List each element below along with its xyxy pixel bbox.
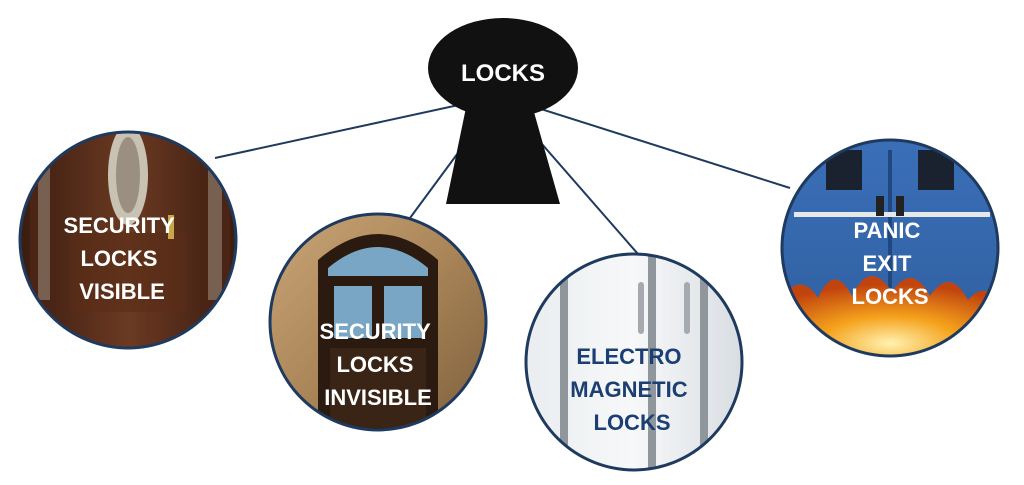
node-label-panic: PANIC EXIT LOCKS [852, 218, 929, 309]
node-label-line: LOCKS [852, 284, 929, 309]
node-label-line: EXIT [862, 251, 911, 276]
connector-panic [499, 95, 791, 189]
node-label-line: INVISIBLE [324, 385, 432, 410]
node-label-line: VISIBLE [79, 279, 165, 304]
node-label-electro: ELECTRO MAGNETIC LOCKS [570, 344, 693, 435]
node-label-line: PANIC [854, 218, 921, 243]
node-label-line: SECURITY [320, 319, 432, 344]
glass-door-photo [526, 254, 742, 470]
node-label-line: LOCKS [594, 410, 671, 435]
iron-door-photo [270, 214, 486, 430]
node-label-visible: SECURITY LOCKS VISIBLE [64, 213, 181, 304]
node-security-locks-visible: SECURITY LOCKS VISIBLE [18, 130, 238, 350]
keyhole-icon: LOCKS [428, 18, 578, 204]
node-label-line: ELECTRO [576, 344, 681, 369]
panic-door-photo [782, 140, 998, 356]
node-panic-exit-locks: PANIC EXIT LOCKS [780, 138, 1000, 358]
node-label-line: MAGNETIC [570, 377, 687, 402]
node-electro-magnetic-locks: ELECTRO MAGNETIC LOCKS [524, 252, 744, 472]
node-security-locks-invisible: SECURITY LOCKS INVISIBLE [268, 212, 488, 432]
node-label-line: SECURITY [64, 213, 176, 238]
node-label-line: LOCKS [336, 352, 413, 377]
connector-visible [214, 95, 501, 159]
root-label: LOCKS [461, 60, 545, 87]
node-label-line: LOCKS [80, 246, 157, 271]
node-label-invisible: SECURITY LOCKS INVISIBLE [320, 319, 437, 410]
